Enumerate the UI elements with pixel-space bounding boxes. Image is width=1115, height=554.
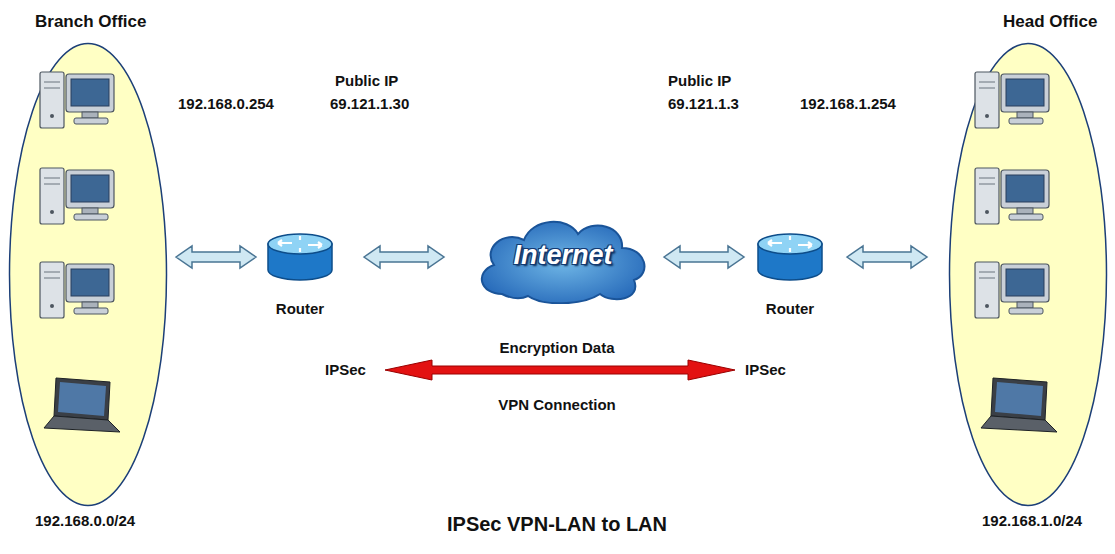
- annotation-label-holder: Public IP: [668, 72, 731, 90]
- router-top: [268, 234, 332, 254]
- annotation-label: 192.168.0.254: [178, 95, 274, 112]
- annotation-label-holder: 69.121.1.30: [330, 95, 409, 113]
- desktop-pc: [40, 168, 114, 224]
- annotation-label-holder: 192.168.0.254: [178, 95, 274, 113]
- subnet-label-holder: 192.168.0.0/24: [35, 512, 135, 530]
- desktop-pc: [40, 72, 114, 128]
- router-icon: [264, 230, 336, 284]
- annotation-label-holder: IPSec: [745, 361, 786, 379]
- desktop-pc: [975, 72, 1049, 128]
- subnet-label-holder: 192.168.1.0/24: [982, 512, 1082, 530]
- annotation-label: Encryption Data: [499, 339, 614, 356]
- annotation-label: Public IP: [668, 72, 731, 89]
- desktop-pc: [975, 262, 1049, 318]
- laptop: [981, 378, 1057, 432]
- router-label-holder: Router: [258, 300, 342, 318]
- desktop-pc: [40, 262, 114, 318]
- annotation-label: Public IP: [335, 72, 398, 89]
- cloud-label-holder: Internet: [472, 240, 654, 271]
- annotation-label-holder: VPN Connection: [498, 396, 616, 414]
- office-name: Head Office: [1003, 12, 1097, 31]
- link-arrow: [664, 246, 744, 268]
- annotation-label-holder: 192.168.1.254: [800, 95, 896, 113]
- annotation-label: IPSec: [745, 361, 786, 378]
- ellipse-outline: [10, 44, 167, 506]
- link-arrow: [364, 246, 444, 268]
- link-arrow: [176, 246, 256, 268]
- cloud-label: Internet: [513, 240, 612, 270]
- laptop: [44, 378, 120, 432]
- annotation-label: 192.168.1.254: [800, 95, 896, 112]
- annotation-label: IPSec: [325, 361, 366, 378]
- annotation-label: 69.121.1.3: [668, 95, 739, 112]
- router-label-holder: Router: [748, 300, 832, 318]
- office-name-holder: Head Office: [1003, 12, 1097, 32]
- annotation-label-holder: Encryption Data: [499, 339, 614, 357]
- router-label: Router: [276, 300, 324, 317]
- subnet-label: 192.168.0.0/24: [35, 512, 135, 529]
- cloud-outline: [482, 222, 645, 303]
- annotation-label-holder: IPSec: [325, 361, 366, 379]
- ellipse-outline: [950, 44, 1107, 506]
- vpn-arrow: [385, 360, 735, 380]
- subnet-label: 192.168.1.0/24: [982, 512, 1082, 529]
- router-arrows: [768, 236, 812, 252]
- annotation-label-holder: 69.121.1.3: [668, 95, 739, 113]
- office-name: Branch Office: [35, 12, 146, 31]
- link-arrow: [847, 246, 927, 268]
- annotation-label-holder: Public IP: [335, 72, 398, 90]
- router-arrows: [278, 236, 322, 252]
- router-node: Router: [258, 230, 342, 322]
- annotation-label: VPN Connection: [498, 396, 616, 413]
- internet-cloud: Internet: [472, 212, 654, 304]
- desktop-pc: [975, 168, 1049, 224]
- office-name-holder: Branch Office: [35, 12, 146, 32]
- router-label: Router: [766, 300, 814, 317]
- diagram-caption-holder: IPSec VPN-LAN to LAN: [447, 513, 667, 536]
- router-top: [758, 234, 822, 254]
- annotation-label: 69.121.1.30: [330, 95, 409, 112]
- diagram-caption: IPSec VPN-LAN to LAN: [447, 513, 667, 535]
- router-node: Router: [748, 230, 832, 322]
- router-icon: [754, 230, 826, 284]
